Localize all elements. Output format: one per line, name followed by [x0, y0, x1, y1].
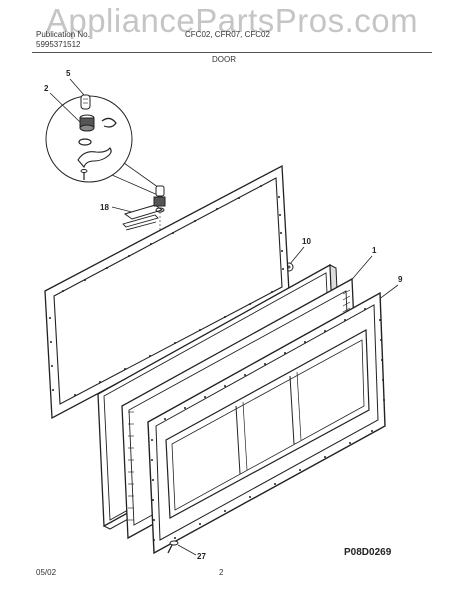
hinge-washer-part — [78, 138, 92, 146]
hinge-clip-part — [101, 117, 117, 128]
outer-door-frame-part — [147, 291, 386, 555]
callout-18: 18 — [100, 203, 133, 213]
footer-page-number: 2 — [219, 568, 224, 577]
section-title: DOOR — [212, 55, 236, 64]
model-line: CFC02, CFR07, CFC02 — [185, 30, 270, 39]
svg-text:5: 5 — [66, 69, 71, 78]
callout-10: 10 — [289, 237, 311, 265]
hinge-cap-part — [80, 94, 91, 110]
callout-5: 5 — [66, 69, 85, 96]
publication-label: Publication No. — [36, 30, 90, 39]
svg-text:9: 9 — [398, 275, 403, 284]
hinge-arm-part — [77, 147, 112, 169]
svg-text:10: 10 — [302, 237, 311, 246]
callout-9: 9 — [377, 275, 403, 301]
svg-text:1: 1 — [372, 246, 377, 255]
svg-text:27: 27 — [197, 552, 206, 561]
callout-27: 27 — [177, 544, 206, 561]
publication-number: 5995371512 — [36, 40, 81, 49]
hinge-detail-circle — [45, 94, 163, 197]
screw-part — [167, 540, 179, 554]
hinge-bushing-part — [79, 114, 95, 132]
svg-text:18: 18 — [100, 203, 109, 212]
latch-bracket-part — [122, 204, 164, 231]
svg-text:2: 2 — [44, 84, 49, 93]
footer-date: 05/02 — [36, 568, 57, 577]
callout-2: 2 — [44, 84, 81, 123]
header-rule — [32, 52, 432, 53]
hinge-screw-part — [80, 169, 88, 180]
diagram-code: P08D0269 — [344, 547, 392, 558]
